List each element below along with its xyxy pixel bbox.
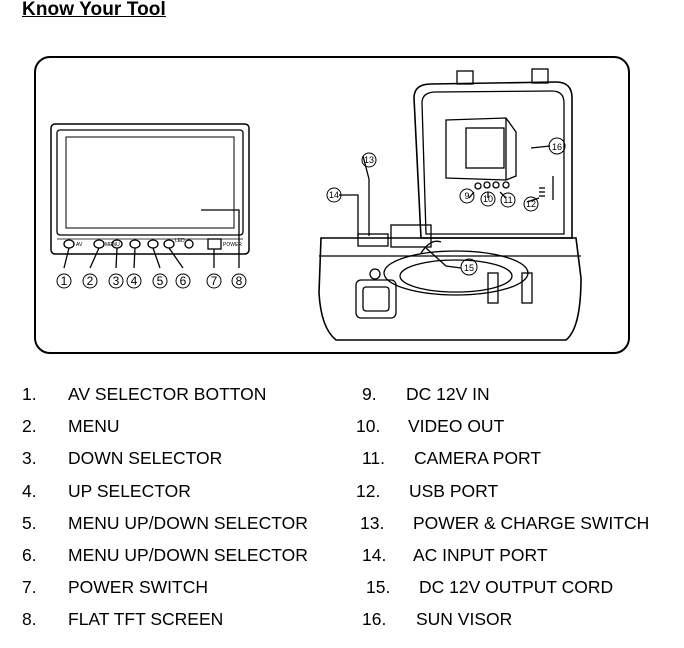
legend-num: 16. — [362, 609, 387, 629]
product-diagram-drawing: 1 2 3 4 5 6 7 8 9 10 11 12 13 14 15 16 A… — [50, 68, 582, 341]
callout-2: 2 — [87, 274, 94, 288]
legend-text: SUN VISOR — [416, 609, 513, 629]
case-illustration — [318, 68, 582, 341]
legend-text: DC 12V IN — [406, 384, 490, 404]
callout-5: 5 — [157, 274, 164, 288]
menu-down-button-shape — [163, 239, 175, 249]
legend-num: 2. — [22, 416, 37, 436]
power-switch-shape — [207, 238, 222, 250]
callout-15: 15 — [464, 263, 474, 273]
callout-6-circle — [175, 273, 191, 289]
callout-4-circle — [126, 273, 142, 289]
callout-4: 4 — [131, 274, 138, 288]
legend-text: VIDEO OUT — [408, 416, 505, 436]
callout-14-circle — [326, 187, 342, 203]
callout-10: 10 — [483, 194, 493, 204]
callout-8: 8 — [236, 274, 243, 288]
legend-text: FLAT TFT SCREEN — [68, 609, 224, 629]
legend-num: 4. — [22, 481, 37, 501]
callout-15-circle — [460, 258, 478, 276]
callout-8-circle — [231, 273, 247, 289]
callout-6: 6 — [180, 274, 187, 288]
legend-num: 7. — [22, 577, 37, 597]
callout-13-circle — [361, 152, 377, 168]
av-button-shape — [63, 239, 75, 249]
callout-2-circle — [82, 273, 98, 289]
legend-num: 1. — [22, 384, 37, 404]
callout-7-circle — [206, 273, 222, 289]
legend-num: 6. — [22, 545, 37, 565]
callout-14: 14 — [329, 190, 339, 200]
legend-text: POWER SWITCH — [68, 577, 208, 597]
callout-9-circle — [459, 188, 475, 204]
callout-16-circle — [548, 137, 566, 155]
monitor-illustration — [50, 123, 250, 269]
legend-num: 11. — [362, 448, 386, 468]
button-label-power: POWER — [223, 242, 242, 248]
callout-7: 7 — [211, 274, 218, 288]
legend-num: 10. — [356, 416, 381, 436]
callout-9: 9 — [464, 191, 469, 201]
legend-num: 5. — [22, 513, 37, 533]
legend-num: 8. — [22, 609, 37, 629]
callout-5-circle — [152, 273, 168, 289]
legend-text: USB PORT — [409, 481, 499, 501]
legend-text: MENU — [68, 416, 120, 436]
callout-13: 13 — [364, 155, 374, 165]
callout-12: 12 — [526, 199, 536, 209]
button-label-menu: MENU — [105, 242, 120, 248]
callout-11: 11 — [503, 195, 512, 205]
callout-12-circle — [523, 196, 539, 212]
legend-num: 14. — [362, 545, 387, 565]
legend-text: AC INPUT PORT — [413, 545, 548, 565]
legend-text: MENU UP/DOWN SELECTOR — [68, 545, 308, 565]
callout-11-circle — [500, 192, 516, 208]
callout-16: 16 — [552, 142, 562, 152]
product-diagram: 1 2 3 4 5 6 7 8 9 10 11 12 13 14 15 16 A… — [34, 56, 630, 354]
legend-text: UP SELECTOR — [68, 481, 191, 501]
callout-1-circle — [56, 273, 72, 289]
callout-3: 3 — [113, 274, 120, 288]
legend-num: 15. — [366, 577, 391, 597]
legend-num: 3. — [22, 448, 37, 468]
legend-text: DOWN SELECTOR — [68, 448, 223, 468]
callout-3-circle — [108, 273, 124, 289]
page-title: Know Your Tool — [22, 0, 166, 20]
button-label-led: LED — [175, 238, 185, 244]
legend-text: MENU UP/DOWN SELECTOR — [68, 513, 308, 533]
button-label-av: AV — [76, 242, 83, 248]
menu-button-shape — [93, 239, 105, 249]
legend-text: AV SELECTOR BOTTON — [68, 384, 267, 404]
legend-num: 9. — [362, 384, 377, 404]
legend-text: CAMERA PORT — [414, 448, 542, 468]
legend-text: POWER & CHARGE SWITCH — [413, 513, 650, 533]
menu-up-button-shape — [147, 239, 159, 249]
legend-text: DC 12V OUTPUT CORD — [419, 577, 614, 597]
callout-1: 1 — [61, 274, 68, 288]
up-button-shape — [129, 239, 141, 249]
callout-10-circle — [480, 191, 496, 207]
legend-num: 13. — [360, 513, 385, 533]
legend-num: 12. — [356, 481, 381, 501]
